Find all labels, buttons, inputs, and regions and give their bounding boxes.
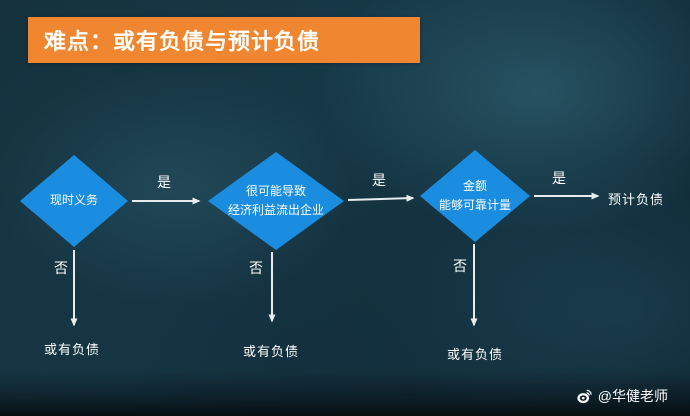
weibo-icon: [576, 388, 593, 405]
decision-node-label: 现时义务: [49, 193, 98, 208]
title-banner: 难点：或有负债与预计负债: [28, 17, 420, 63]
branch-label-yes: 是: [372, 172, 386, 188]
decision-node-label-line: 很可能导致: [245, 183, 306, 198]
decision-node-reliable-measure: 金额 能够可靠计量: [420, 150, 530, 242]
decision-node-label-line: 经济利益流出企业: [227, 203, 324, 217]
decision-node-label-line: 金额: [462, 178, 487, 193]
branch-label-no: 否: [249, 260, 263, 276]
decision-node-label-line: 能够可靠计量: [438, 198, 511, 212]
slide-title: 难点：或有负债与预计负债: [44, 29, 321, 54]
decision-node-present-obligation: 现时义务: [20, 155, 128, 247]
outcome-contingent-liability: 或有负债: [447, 347, 504, 362]
decision-node-economic-outflow: 很可能导致 经济利益流出企业: [208, 152, 344, 250]
branch-label-no: 否: [453, 258, 467, 274]
branch-label-yes: 是: [552, 170, 566, 186]
branch-label-no: 否: [54, 260, 68, 276]
branch-label-yes: 是: [157, 174, 171, 190]
outcome-contingent-liability: 或有负债: [44, 342, 101, 357]
outcome-contingent-liability: 或有负债: [243, 344, 300, 359]
watermark-handle: @华健老师: [597, 388, 668, 404]
outcome-estimated-liability: 预计负债: [608, 192, 665, 207]
watermark: @华健老师: [576, 386, 668, 406]
arrow-yes-2: [347, 194, 415, 202]
